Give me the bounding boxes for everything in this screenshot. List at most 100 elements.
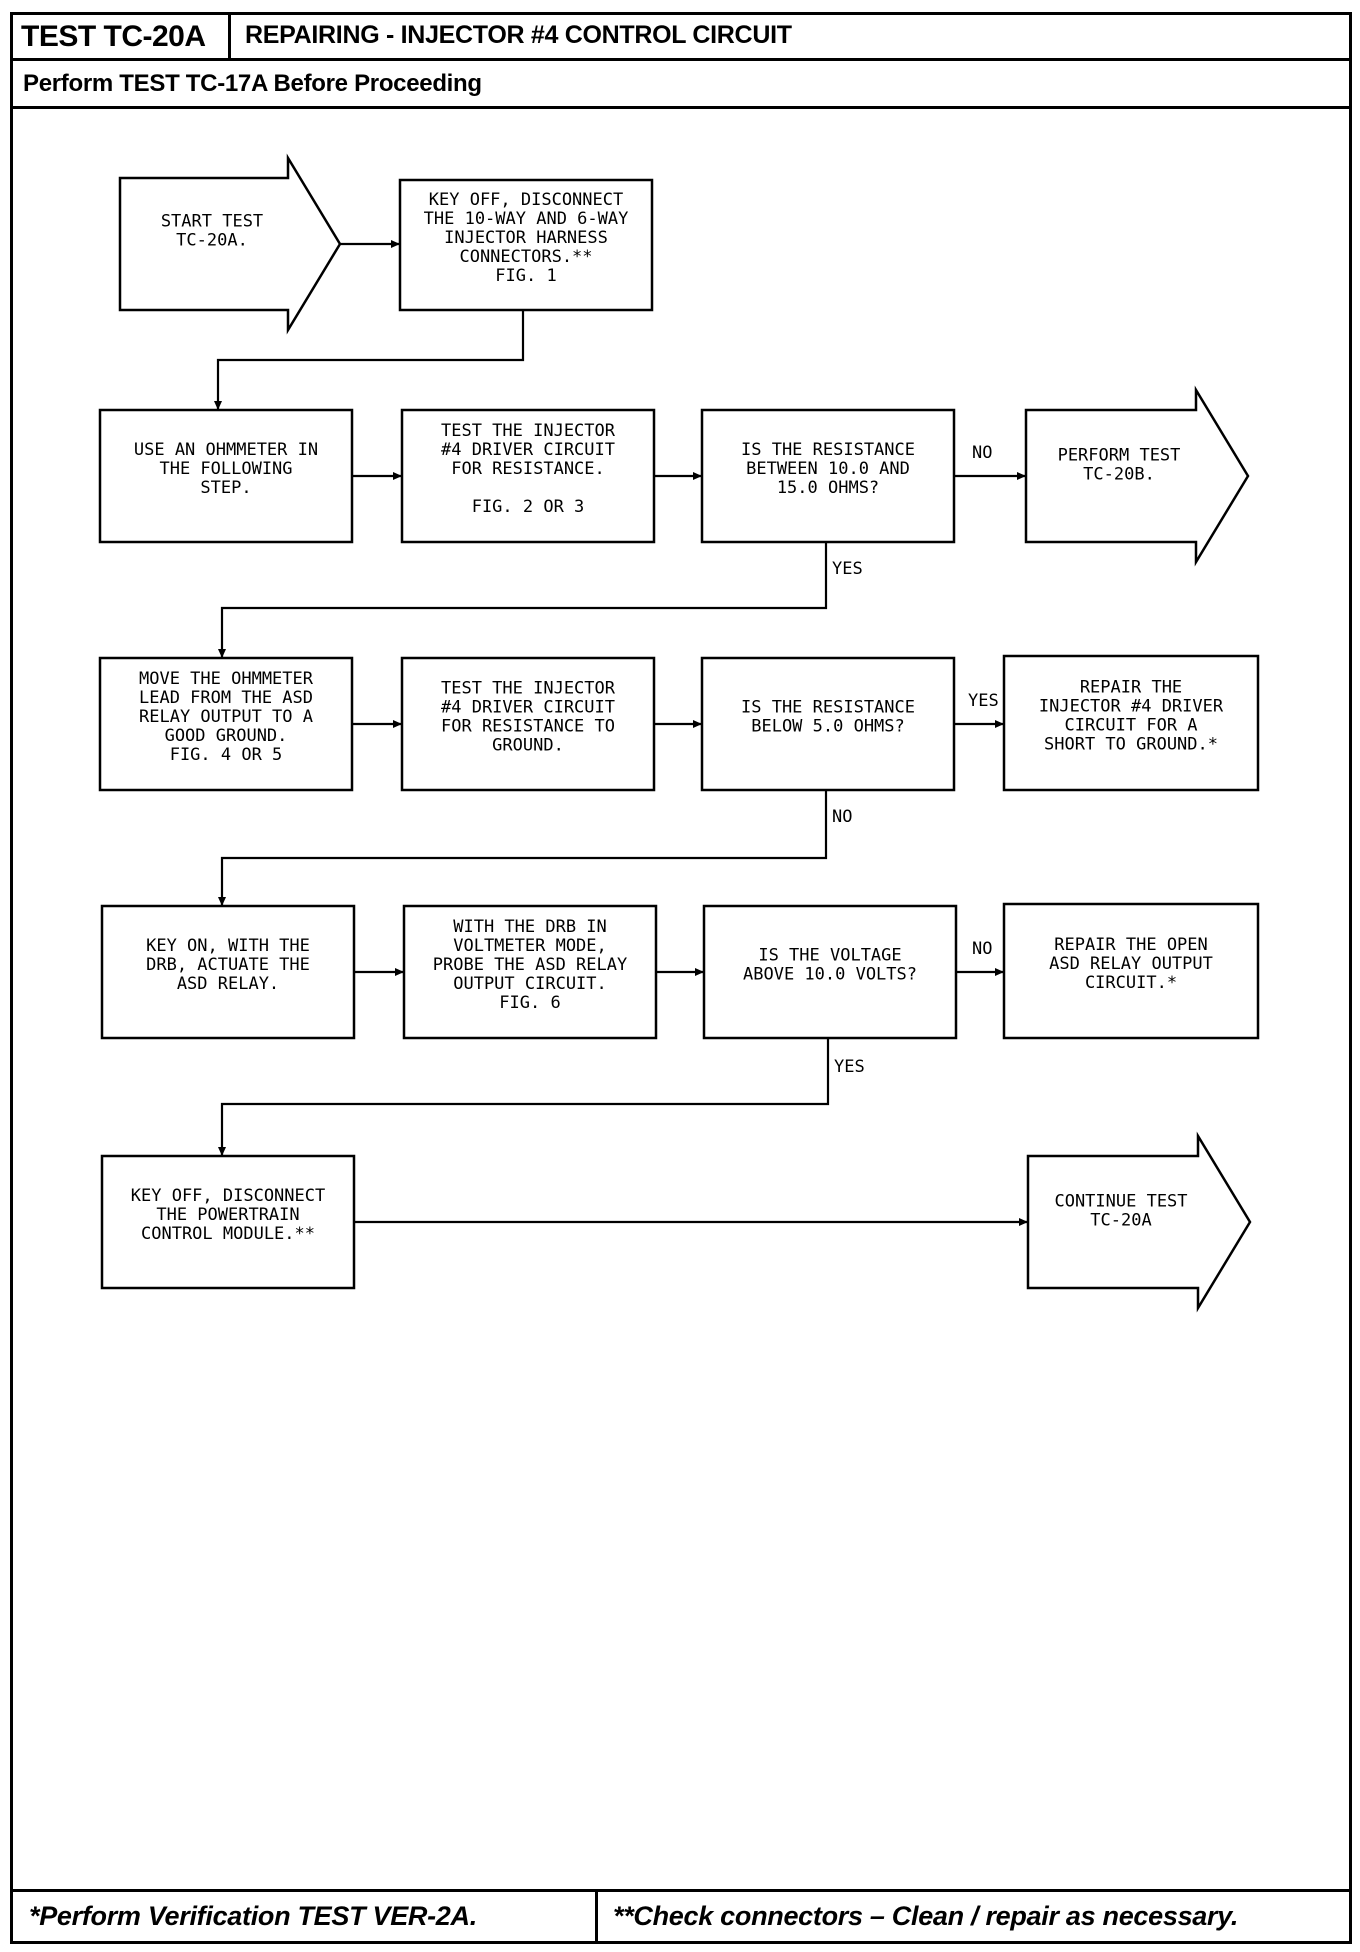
step-probe-asd-line: PROBE THE ASD RELAY: [433, 955, 627, 975]
step-test-driver-ground-line: GROUND.: [492, 736, 564, 756]
prerequisite-text: Perform TEST TC-17A Before Proceeding: [23, 70, 482, 97]
step-key-off-pcm: [100, 1154, 356, 1290]
start-test-arrow-line: TC-20A.: [176, 231, 248, 251]
connector-decision3-yes: [218, 1038, 830, 1156]
step-probe-asd: [402, 904, 658, 1040]
connector-decision1-yes: [218, 542, 828, 658]
step-key-off-pcm-line: KEY OFF, DISCONNECT: [131, 1186, 325, 1206]
step-test-driver-resistance-line: TEST THE INJECTOR: [441, 421, 616, 441]
step-test-driver-resistance-line: FOR RESISTANCE.: [451, 459, 605, 479]
perform-tc20b-arrow: [1024, 385, 1250, 567]
step-move-ohmmeter-lead-line: FIG. 4 OR 5: [170, 745, 283, 765]
test-id: TEST TC-20A: [13, 15, 231, 58]
step-test-driver-resistance-line: FIG. 2 OR 3: [472, 497, 585, 517]
step-key-on-actuate-line: ASD RELAY.: [177, 974, 279, 994]
flow-label-yes3: YES: [834, 1057, 865, 1077]
step-test-driver-ground: [400, 656, 656, 792]
decision-resistance-below-line: IS THE RESISTANCE: [741, 698, 915, 718]
flow-label-yes2: YES: [968, 691, 999, 711]
step-repair-open-line: ASD RELAY OUTPUT: [1049, 954, 1213, 974]
step-repair-short-line: SHORT TO GROUND.*: [1044, 735, 1218, 755]
start-test-arrow: [118, 153, 342, 335]
test-title: REPAIRING - INJECTOR #4 CONTROL CIRCUIT: [245, 21, 792, 49]
continue-test-arrow-line: TC-20A: [1090, 1211, 1151, 1231]
step-key-on-actuate-line: KEY ON, WITH THE: [146, 936, 310, 956]
footnote-connectors: **Check connectors – Clean / repair as n…: [613, 1901, 1239, 1931]
perform-tc20b-arrow-line: TC-20B.: [1083, 465, 1155, 485]
step-repair-open: [1002, 902, 1260, 1040]
step-key-off-disconnect-line: INJECTOR HARNESS: [444, 228, 608, 248]
step-probe-asd-line: VOLTMETER MODE,: [453, 936, 607, 956]
flow-label-no2: NO: [832, 807, 852, 827]
step-key-off-disconnect-line: CONNECTORS.**: [459, 247, 592, 267]
step-repair-short-line: REPAIR THE: [1080, 678, 1182, 698]
connector-keyoff-to-ohmmeter: [214, 310, 525, 410]
step-repair-open-line: CIRCUIT.*: [1085, 973, 1177, 993]
decision-resistance-range: [700, 408, 956, 544]
step-repair-short-line: INJECTOR #4 DRIVER: [1039, 697, 1224, 717]
step-key-on-actuate-line: DRB, ACTUATE THE: [146, 955, 310, 975]
step-move-ohmmeter-lead: [98, 656, 354, 792]
step-key-off-pcm-line: CONTROL MODULE.**: [141, 1224, 315, 1244]
step-key-off-disconnect-line: FIG. 1: [495, 266, 556, 286]
step-move-ohmmeter-lead-line: MOVE THE OHMMETER: [139, 669, 314, 689]
footnote-verification: *Perform Verification TEST VER-2A.: [13, 1892, 598, 1941]
step-test-driver-ground-line: TEST THE INJECTOR: [441, 679, 616, 699]
continue-test-arrow: [1026, 1131, 1252, 1313]
step-move-ohmmeter-lead-line: GOOD GROUND.: [165, 726, 288, 746]
decision-voltage-line: ABOVE 10.0 VOLTS?: [743, 965, 917, 985]
step-test-driver-ground-line: FOR RESISTANCE TO: [441, 717, 615, 737]
continue-test-arrow-line: CONTINUE TEST: [1054, 1192, 1187, 1212]
step-use-ohmmeter-line: USE AN OHMMETER IN: [134, 440, 318, 460]
step-test-driver-ground-line: #4 DRIVER CIRCUIT: [441, 698, 615, 718]
step-use-ohmmeter-line: THE FOLLOWING: [159, 459, 292, 479]
step-use-ohmmeter: [98, 408, 354, 544]
prerequisite-bar: Perform TEST TC-17A Before Proceeding: [13, 61, 1349, 109]
step-test-driver-resistance-line: #4 DRIVER CIRCUIT: [441, 440, 615, 460]
footer-notes: *Perform Verification TEST VER-2A. **Che…: [13, 1889, 1349, 1941]
step-repair-open-line: REPAIR THE OPEN: [1054, 935, 1208, 955]
decision-voltage-line: IS THE VOLTAGE: [758, 946, 901, 966]
perform-tc20b-arrow-line: PERFORM TEST: [1058, 446, 1181, 466]
document-page: TEST TC-20A REPAIRING - INJECTOR #4 CONT…: [10, 12, 1352, 1944]
decision-resistance-range-line: BETWEEN 10.0 AND: [746, 459, 910, 479]
step-probe-asd-line: OUTPUT CIRCUIT.: [453, 974, 607, 994]
step-repair-short: [1002, 654, 1260, 792]
decision-resistance-below: [700, 656, 956, 792]
start-test-arrow-line: START TEST: [161, 212, 263, 232]
step-key-off-disconnect: [398, 178, 654, 312]
flow-label-no3: NO: [972, 939, 992, 959]
step-key-off-pcm-line: THE POWERTRAIN: [156, 1205, 299, 1225]
step-repair-short-line: CIRCUIT FOR A: [1064, 716, 1197, 736]
decision-resistance-range-line: IS THE RESISTANCE: [741, 440, 915, 460]
flow-label-yes1: YES: [832, 559, 863, 579]
header-bar: TEST TC-20A REPAIRING - INJECTOR #4 CONT…: [13, 15, 1349, 61]
step-key-off-disconnect-line: KEY OFF, DISCONNECT: [429, 190, 623, 210]
step-move-ohmmeter-lead-line: LEAD FROM THE ASD: [139, 688, 313, 708]
connector-decision2-no: [218, 790, 828, 906]
step-probe-asd-line: FIG. 6: [499, 993, 560, 1013]
step-key-off-disconnect-line: THE 10-WAY AND 6-WAY: [424, 209, 629, 229]
flow-label-no1: NO: [972, 443, 992, 463]
step-probe-asd-line: WITH THE DRB IN: [453, 917, 607, 937]
decision-resistance-below-line: BELOW 5.0 OHMS?: [751, 717, 905, 737]
step-use-ohmmeter-line: STEP.: [200, 478, 251, 498]
step-key-on-actuate: [100, 904, 356, 1040]
